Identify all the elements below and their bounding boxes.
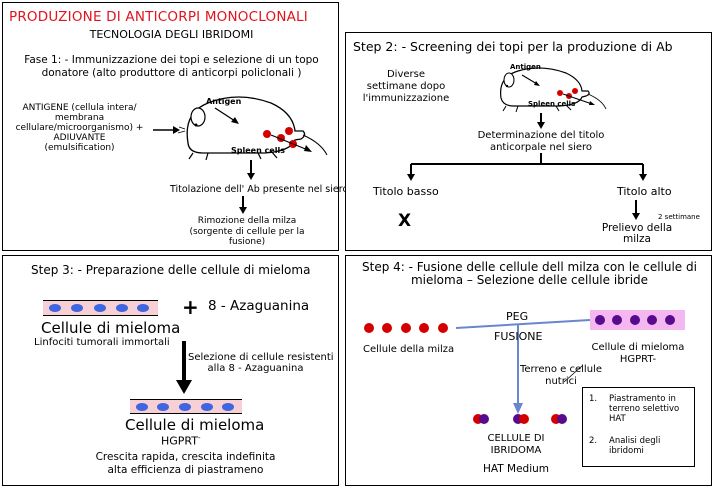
mouse-spleen-label-2: Spleen cells <box>528 100 576 108</box>
selezione-text: Selezione di cellule resistenti alla 8 -… <box>188 352 334 374</box>
myeloma-label-1: Cellule di mieloma <box>41 319 181 337</box>
subtitle: TECNOLOGIA DEGLI IBRIDOMI <box>89 28 254 41</box>
peg-label: PEG <box>506 310 529 323</box>
myeloma-label-2: Cellule di mieloma <box>125 416 265 434</box>
two-weeks-note: 2 settimane <box>658 213 700 221</box>
antigen-adjuvant-text: ANTIGENE (cellula intera/ membrana cellu… <box>15 103 144 153</box>
fusione-label: FUSIONE <box>494 330 543 343</box>
panel-step-2: Step 2: - Screening dei topi per la prod… <box>345 32 712 251</box>
myeloma-cells-row <box>590 310 685 330</box>
azaguanina-label: 8 - Azaguanina <box>208 298 310 314</box>
step-3-title: Step 3: - Preparazione delle cellule di … <box>31 263 311 277</box>
hgprt-label: HGPRT- <box>161 434 201 448</box>
myeloma-cells-label: Cellule di mieloma HGPRT- <box>591 342 685 365</box>
x-mark: X <box>398 211 412 231</box>
step-4-title: Step 4: - Fusione delle cellule dell mil… <box>362 260 697 287</box>
rimozione-text: Rimozione della milza (sorgente di cellu… <box>189 216 305 247</box>
panel-step-4: Step 4: - Fusione delle cellule dell mil… <box>345 255 712 486</box>
hybridoma-label: CELLULE DI IBRIDOMA <box>487 433 545 456</box>
myeloma-dish-2 <box>130 399 242 414</box>
mouse-spleen-label: Spleen cells <box>231 146 285 155</box>
titolo-basso: Titolo basso <box>373 185 439 198</box>
main-title: PRODUZIONE DI ANTICORPI MONOCLONALI <box>9 9 308 25</box>
mouse-antigen-label: Antigen <box>206 97 242 106</box>
mouse-antigen-label-2: Antigen <box>510 63 541 71</box>
crescita-text: Crescita rapida, crescita indefinita alt… <box>95 451 276 476</box>
selection-arrow <box>176 341 192 394</box>
weeks-text: Diverse settimane dopo l'immunizzazione <box>362 69 450 104</box>
determinazione-text: Determinazione del titolo anticorpale ne… <box>477 130 605 153</box>
prelievo-text: Prelievo della milza <box>601 222 673 245</box>
linfociti-text: Linfociti tumorali immortali <box>34 337 170 348</box>
fase-1-line-1: Fase 1: - Immunizzazione dei topi e sele… <box>24 54 319 66</box>
fusion-lines <box>455 319 591 424</box>
hat-medium-label: HAT Medium <box>483 463 549 475</box>
flow-arrows-1 <box>239 160 255 214</box>
titolo-alto: Titolo alto <box>617 185 672 198</box>
myeloma-dish-1 <box>43 300 158 316</box>
terreno-label: Terreno e cellule nutrici <box>520 364 602 387</box>
titolazione-text: Titolazione dell' Ab presente nel siero <box>170 184 349 195</box>
mouse-illustration-2 <box>407 67 647 220</box>
spleen-cells-row <box>360 319 455 337</box>
mouse-illustration <box>153 96 328 161</box>
spleen-cells-label: Cellule della milza <box>363 344 455 355</box>
step-2-title: Step 2: - Screening dei topi per la prod… <box>353 39 673 54</box>
plus-sign: + <box>182 295 199 319</box>
panel-fase-1: PRODUZIONE DI ANTICORPI MONOCLONALI TECN… <box>2 2 348 251</box>
fase-1-line-2: donatore (alto produttore di anticorpi p… <box>41 67 302 79</box>
procedure-box: 1. Piastramento in terreno selettivo HAT… <box>582 387 695 467</box>
panel-step-3: Step 3: - Preparazione delle cellule di … <box>2 255 339 486</box>
